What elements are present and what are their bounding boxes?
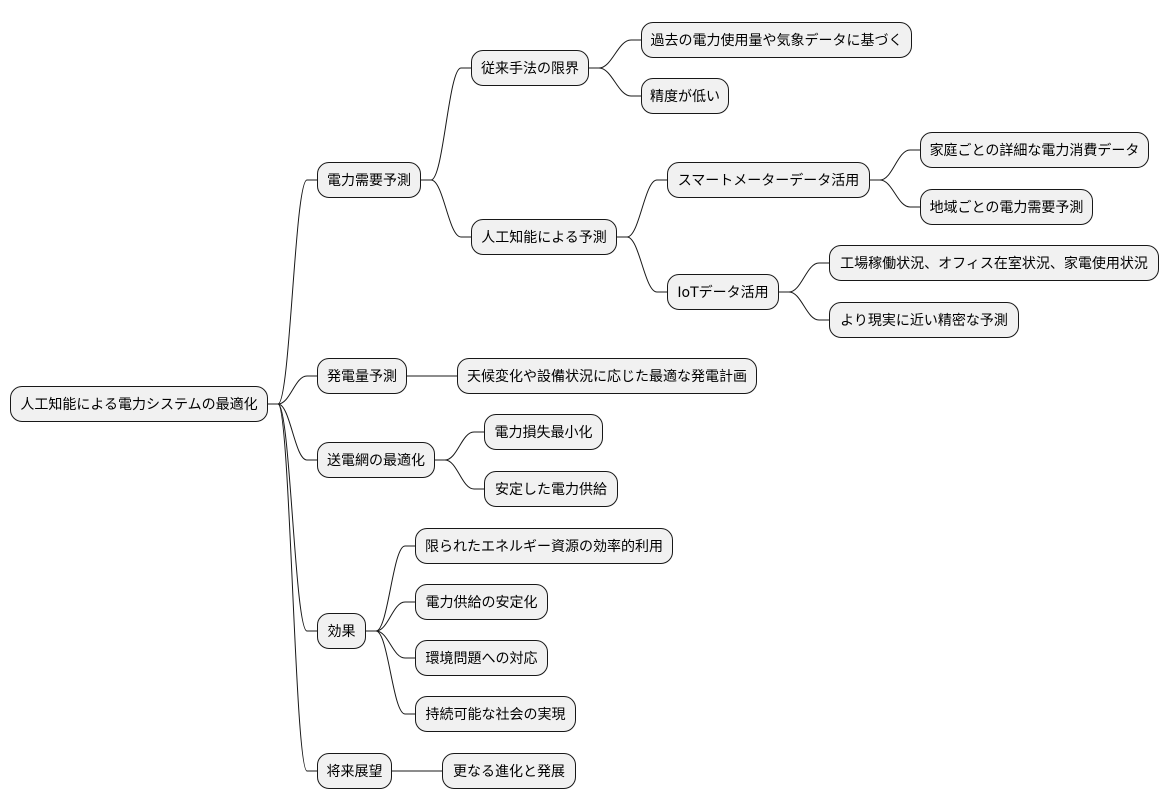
root-node: 人工知能による電力システムの最適化 [10,386,268,422]
connector-line [268,403,317,632]
connector-line [617,179,667,238]
node-traditional-limits: 従来手法の限界 [471,50,589,86]
connector-line [435,431,484,461]
node-demand-forecast: 電力需要予測 [317,162,421,198]
node-ai-forecast: 人工知能による予測 [471,219,617,255]
node-sustainable-society: 持続可能な社会の実現 [415,696,576,732]
node-optimal-generation-plan: 天候変化や設備状況に応じた最適な発電計画 [457,358,757,394]
connector-line [870,149,920,181]
node-household-data: 家庭ごとの詳細な電力消費データ [920,132,1149,168]
connector-line [589,67,641,97]
node-environment: 環境問題への対応 [415,640,548,676]
connector-line [779,291,829,321]
node-iot-data: IoTデータ活用 [667,274,779,310]
node-stable-supply: 安定した電力供給 [484,471,618,507]
node-further-evolution: 更なる進化と発展 [442,753,576,789]
connector-line [268,179,317,405]
connector-line [366,545,415,632]
connector-line [435,459,484,490]
connector-line [366,630,415,659]
connector-line [589,39,641,69]
node-efficient-resources: 限られたエネルギー資源の効率的利用 [415,528,673,564]
node-regional-forecast: 地域ごとの電力需要予測 [920,189,1093,225]
connector-line [268,403,317,772]
node-usage-status: 工場稼働状況、オフィス在室状況、家電使用状況 [829,245,1159,281]
node-smart-meter: スマートメーターデータ活用 [667,162,870,198]
connector-line [366,630,415,715]
connector-line [421,179,471,238]
connector-line [421,67,471,181]
node-supply-stabilization: 電力供給の安定化 [415,584,548,620]
connector-line [617,236,667,293]
node-effects: 効果 [317,613,366,649]
connector-line [268,403,317,461]
node-low-accuracy: 精度が低い [641,78,729,114]
node-future-outlook: 将来展望 [317,753,392,789]
connector-line [268,375,317,405]
connector-line [366,601,415,632]
node-past-data: 過去の電力使用量や気象データに基づく [641,22,912,58]
node-precise-forecast: より現実に近い精密な予測 [829,302,1019,338]
connector-line [779,262,829,293]
connector-line [870,179,920,208]
node-loss-minimization: 電力損失最小化 [484,414,603,450]
node-grid-optimization: 送電網の最適化 [317,442,435,478]
node-generation-forecast: 発電量予測 [317,358,407,394]
